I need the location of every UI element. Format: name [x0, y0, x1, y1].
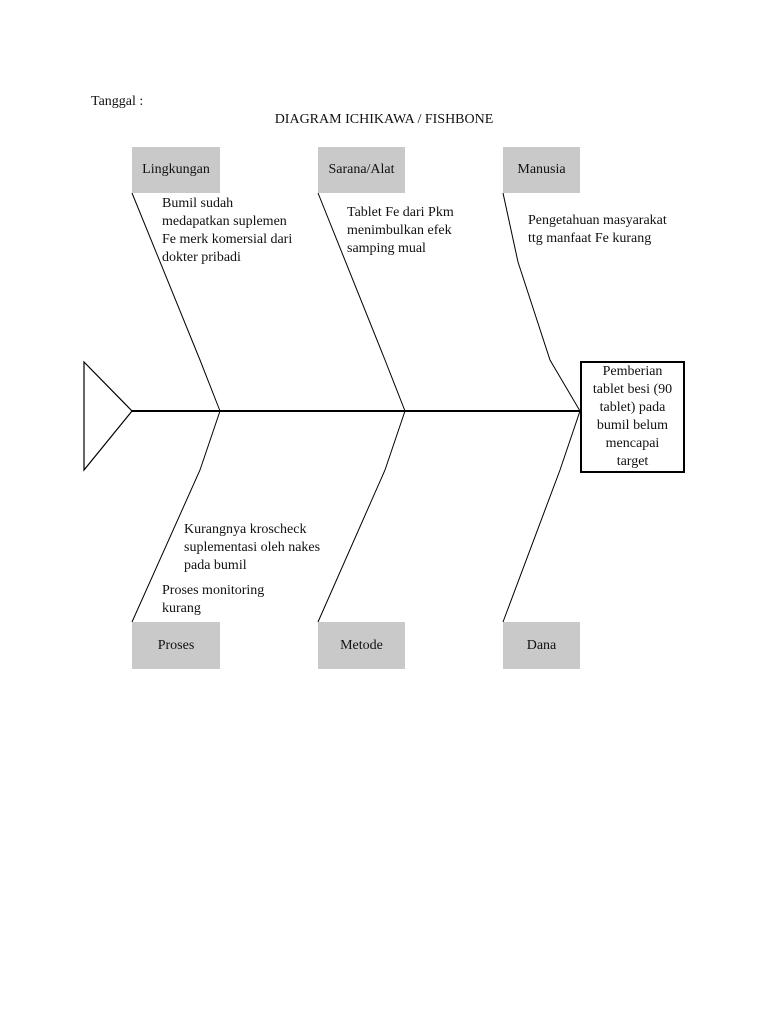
bone-dana	[502, 410, 581, 623]
bone-metode	[317, 410, 406, 623]
category-metode: Metode	[318, 622, 405, 669]
effect-problem-box: Pemberian tablet besi (90 tablet) pada b…	[580, 361, 685, 473]
category-manusia: Manusia	[503, 147, 580, 193]
cause-proses-monitoring: Proses monitoring kurang	[162, 583, 265, 616]
cause-proses-kroscheck: Kurangnya kroscheck suplementasi oleh na…	[184, 522, 321, 573]
fish-tail	[83, 360, 133, 472]
cause-manusia: Pengetahuan masyarakat ttg manfaat Fe ku…	[528, 213, 667, 246]
cause-lingkungan: Bumil sudah medapatkan suplemen Fe merk …	[162, 196, 293, 265]
diagram-title: DIAGRAM ICHIKAWA / FISHBONE	[274, 112, 494, 127]
date-label: Tanggal :	[91, 94, 144, 109]
category-proses: Proses	[132, 622, 220, 669]
category-lingkungan: Lingkungan	[132, 147, 220, 193]
cause-sarana-alat: Tablet Fe dari Pkm menimbulkan efek samp…	[347, 205, 454, 256]
bone-sarana	[317, 192, 406, 412]
bone-lingkungan	[131, 192, 221, 412]
category-dana: Dana	[503, 622, 580, 669]
category-sarana-alat: Sarana/Alat	[318, 147, 405, 193]
bone-manusia	[502, 192, 581, 412]
bone-proses	[131, 410, 221, 623]
